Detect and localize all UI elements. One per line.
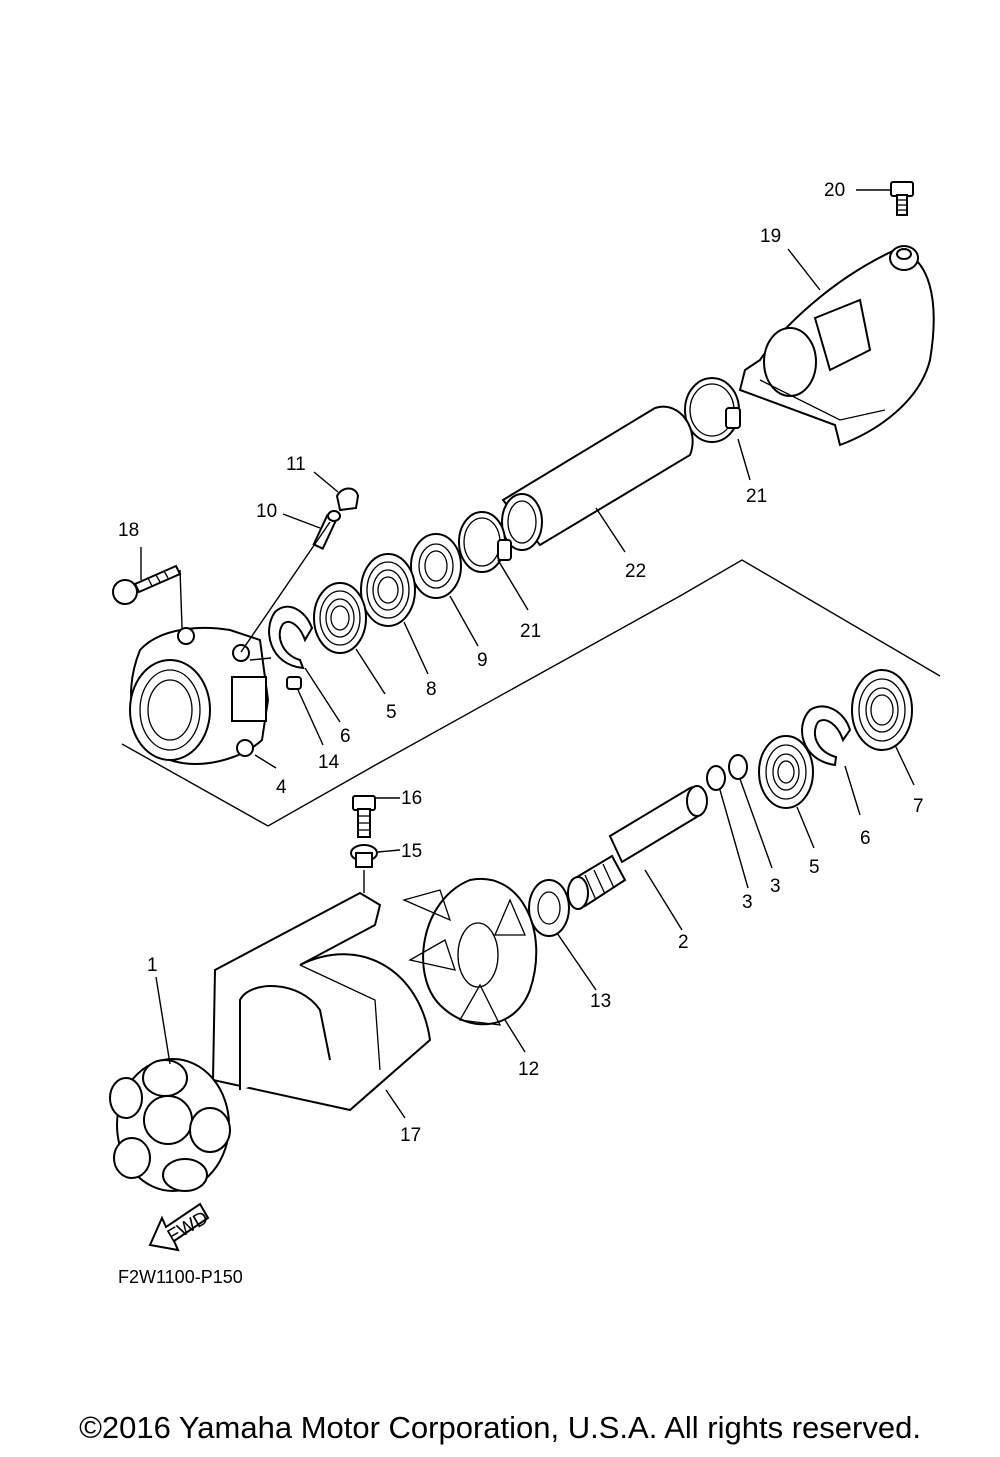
part-20-bolt xyxy=(890,181,914,216)
callout-numbers: 20 19 11 10 18 21 22 21 9 8 5 6 14 4 16 … xyxy=(118,180,924,1146)
part-4-pump-housing xyxy=(129,626,270,765)
part-7-bearing xyxy=(851,669,913,751)
callout-21-lower: 21 xyxy=(520,621,541,642)
part-3-o-ring-b xyxy=(706,765,726,791)
part-6-circlip-lower xyxy=(801,705,852,767)
callout-8: 8 xyxy=(426,679,437,700)
part-2-impeller-shaft xyxy=(567,785,708,910)
callout-3-b: 3 xyxy=(742,892,753,913)
callout-12: 12 xyxy=(518,1059,539,1080)
callout-20: 20 xyxy=(824,180,845,201)
callout-18: 18 xyxy=(118,520,139,541)
callout-1: 1 xyxy=(147,955,158,976)
callout-22: 22 xyxy=(625,561,646,582)
callout-4: 4 xyxy=(276,777,287,798)
part-22-duct xyxy=(501,405,694,551)
callout-9: 9 xyxy=(477,650,488,671)
part-21-clamp-lower xyxy=(458,511,512,573)
part-14-dowel-pin xyxy=(286,676,302,690)
part-11-cap xyxy=(335,487,360,512)
callout-19: 19 xyxy=(760,226,781,247)
callout-15: 15 xyxy=(401,841,422,862)
leader-lines xyxy=(140,189,915,1119)
part-16-bolt xyxy=(352,795,376,838)
callout-16: 16 xyxy=(401,788,422,809)
callout-3-a: 3 xyxy=(770,876,781,897)
callout-7: 7 xyxy=(913,796,924,817)
subassembly-bracket xyxy=(121,559,941,827)
part-10-nipple xyxy=(312,510,341,550)
part-19-nozzle-housing xyxy=(738,245,935,447)
callout-21-upper: 21 xyxy=(746,486,767,507)
part-3-o-ring-a xyxy=(728,754,748,780)
callout-5-upper: 5 xyxy=(386,702,397,723)
diagram-code: F2W1100-P150 xyxy=(118,1267,243,1287)
fwd-arrow-icon: FWD xyxy=(148,1202,212,1252)
callout-10: 10 xyxy=(256,501,277,522)
callout-6-lower: 6 xyxy=(860,828,871,849)
part-6-circlip-upper xyxy=(268,605,314,670)
callout-17: 17 xyxy=(400,1125,421,1146)
part-17-cover xyxy=(211,891,432,1112)
callout-6-upper: 6 xyxy=(340,726,351,747)
part-1-coupler xyxy=(109,1058,231,1192)
part-15-collar xyxy=(350,844,378,868)
part-21-clamp-upper xyxy=(684,377,741,443)
callout-13: 13 xyxy=(590,991,611,1012)
part-8-bearing xyxy=(360,553,416,627)
callout-11: 11 xyxy=(286,454,306,475)
part-5-bearing-upper xyxy=(313,582,367,654)
part-18-bolt xyxy=(112,564,182,605)
part-13-spacer xyxy=(528,879,570,937)
callout-14: 14 xyxy=(318,752,340,773)
part-12-impeller xyxy=(402,877,538,1026)
copyright-notice: ©2016 Yamaha Motor Corporation, U.S.A. A… xyxy=(79,1410,921,1445)
part-9-oil-seal xyxy=(410,533,462,599)
callout-2: 2 xyxy=(678,932,689,953)
part-5-bearing-lower xyxy=(758,735,814,809)
callout-5-lower: 5 xyxy=(809,857,820,878)
